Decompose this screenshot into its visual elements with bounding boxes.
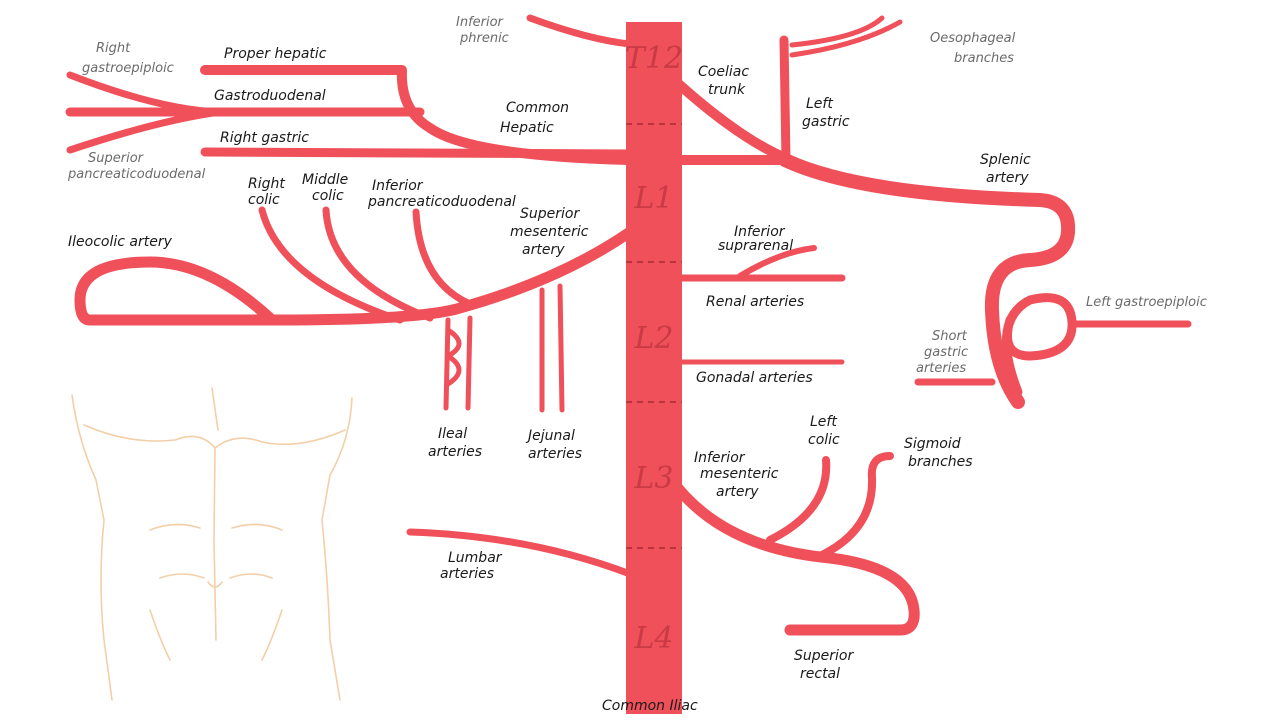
label-short-gastric-2: gastric xyxy=(924,345,968,360)
oesophageal-branch-2 xyxy=(789,15,885,48)
label-inferior-phrenic: Inferior xyxy=(456,15,505,30)
coeliac-trunk xyxy=(667,73,795,165)
right-gastroepiploic-artery xyxy=(66,71,224,154)
label-superior-rectal-2: rectal xyxy=(800,666,840,682)
oesophageal-branch-1 xyxy=(789,19,903,58)
splenic-artery xyxy=(778,153,1076,409)
label-renal-arteries: Renal arteries xyxy=(706,294,804,310)
label-short-gastric: Short xyxy=(932,329,968,344)
label-left-gastric: Left xyxy=(806,96,833,112)
label-lumbar-arteries-2: arteries xyxy=(440,566,494,582)
label-oesophageal-2: branches xyxy=(954,51,1014,66)
vertebra-dividers xyxy=(626,123,682,549)
left-gastroepiploic-loop xyxy=(1002,293,1077,397)
lumbar-arteries xyxy=(406,528,634,578)
label-left-colic-2: colic xyxy=(808,432,840,448)
label-left-colic: Left xyxy=(810,414,837,430)
label-ileal-arteries: Ileal xyxy=(438,426,467,442)
label-sigmoid-branches: Sigmoid xyxy=(904,436,961,452)
label-superior-mesenteric: Superior xyxy=(520,206,580,222)
label-ileocolic-artery: Ileocolic artery xyxy=(68,234,173,250)
arteries xyxy=(65,14,1192,636)
inferior-suprarenal-artery xyxy=(737,245,817,279)
label-inferior-mesenteric-2: mesenteric xyxy=(700,466,779,482)
label-gastroduodenal: Gastroduodenal xyxy=(214,88,326,104)
label-ileal-arteries-2: arteries xyxy=(428,444,482,460)
label-coeliac-trunk-2: trunk xyxy=(708,82,746,98)
vertebra-L3: L3 xyxy=(633,461,673,496)
label-common-iliac: Common Iliac xyxy=(602,698,698,714)
vertebra-L1: L1 xyxy=(633,181,673,216)
label-right-gastric: Right gastric xyxy=(220,130,309,146)
label-superior-pancreaticoduodenal: Superior xyxy=(88,151,145,166)
torso-sketch xyxy=(71,387,353,701)
left-colic-artery xyxy=(766,456,831,544)
vertebra-T12: T12 xyxy=(625,41,683,76)
label-jejunal-arteries-2: arteries xyxy=(528,446,582,462)
label-common-hepatic-2: Hepatic xyxy=(500,120,554,136)
label-inferior-pancreaticoduodenal-2: pancreaticoduodenal xyxy=(367,194,516,210)
aorta xyxy=(626,22,682,714)
vertebra-L2: L2 xyxy=(633,321,673,356)
label-lumbar-arteries: Lumbar xyxy=(448,550,503,566)
label-superior-pancreaticoduodenal-2: pancreaticoduodenal xyxy=(67,167,206,182)
label-coeliac-trunk: Coeliac xyxy=(698,64,749,80)
label-splenic-artery: Splenic xyxy=(980,152,1031,168)
label-superior-mesenteric-2: mesenteric xyxy=(510,224,589,240)
label-inferior-phrenic-2: phrenic xyxy=(459,31,509,46)
label-right-colic-2: colic xyxy=(248,192,280,208)
left-gastric-artery xyxy=(779,35,791,165)
label-splenic-artery-2: artery xyxy=(986,170,1029,186)
superior-mesenteric-artery xyxy=(74,226,636,326)
label-middle-colic-2: colic xyxy=(312,188,344,204)
label-gonadal-arteries: Gonadal arteries xyxy=(696,370,813,386)
inferior-pancreaticoduodenal-artery xyxy=(412,208,474,308)
label-jejunal-arteries: Jejunal xyxy=(525,428,575,444)
label-inferior-mesenteric: Inferior xyxy=(694,450,746,466)
label-common-hepatic: Common xyxy=(506,100,569,116)
label-short-gastric-3: arteries xyxy=(916,361,966,376)
label-oesophageal: Oesophageal xyxy=(930,31,1016,46)
label-right-gastroepiploic: Right xyxy=(96,41,131,56)
ileal-arteries-1 xyxy=(443,317,451,411)
label-inferior-mesenteric-3: artery xyxy=(716,484,759,500)
label-sigmoid-branches-2: branches xyxy=(908,454,973,470)
right-gastric-artery xyxy=(200,147,635,159)
jejunal-arteries-2 xyxy=(557,283,565,413)
label-inferior-suprarenal-2: suprarenal xyxy=(718,238,793,254)
ileal-arcade xyxy=(445,327,462,387)
labels: Inferior phrenic Oesophageal branches Ri… xyxy=(67,15,1207,714)
inferior-phrenic-artery xyxy=(526,14,634,48)
label-inferior-suprarenal: Inferior xyxy=(734,224,786,240)
label-inferior-pancreaticoduodenal: Inferior xyxy=(372,178,424,194)
label-right-gastroepiploic-2: gastroepiploic xyxy=(82,61,174,76)
label-superior-mesenteric-3: artery xyxy=(522,242,565,258)
label-superior-rectal: Superior xyxy=(794,648,854,664)
label-right-colic: Right xyxy=(248,176,285,192)
label-middle-colic: Middle xyxy=(302,172,348,188)
label-left-gastric-2: gastric xyxy=(802,114,850,130)
inferior-mesenteric-artery xyxy=(664,472,920,636)
ileal-arteries-2 xyxy=(465,315,473,411)
sigmoid-branches xyxy=(816,452,894,560)
middle-colic-artery xyxy=(322,206,434,322)
label-proper-hepatic: Proper hepatic xyxy=(224,46,327,62)
label-left-gastroepiploic: Left gastroepiploic xyxy=(1086,295,1207,310)
right-colic-artery xyxy=(258,206,404,324)
vertebra-L4: L4 xyxy=(633,621,673,656)
